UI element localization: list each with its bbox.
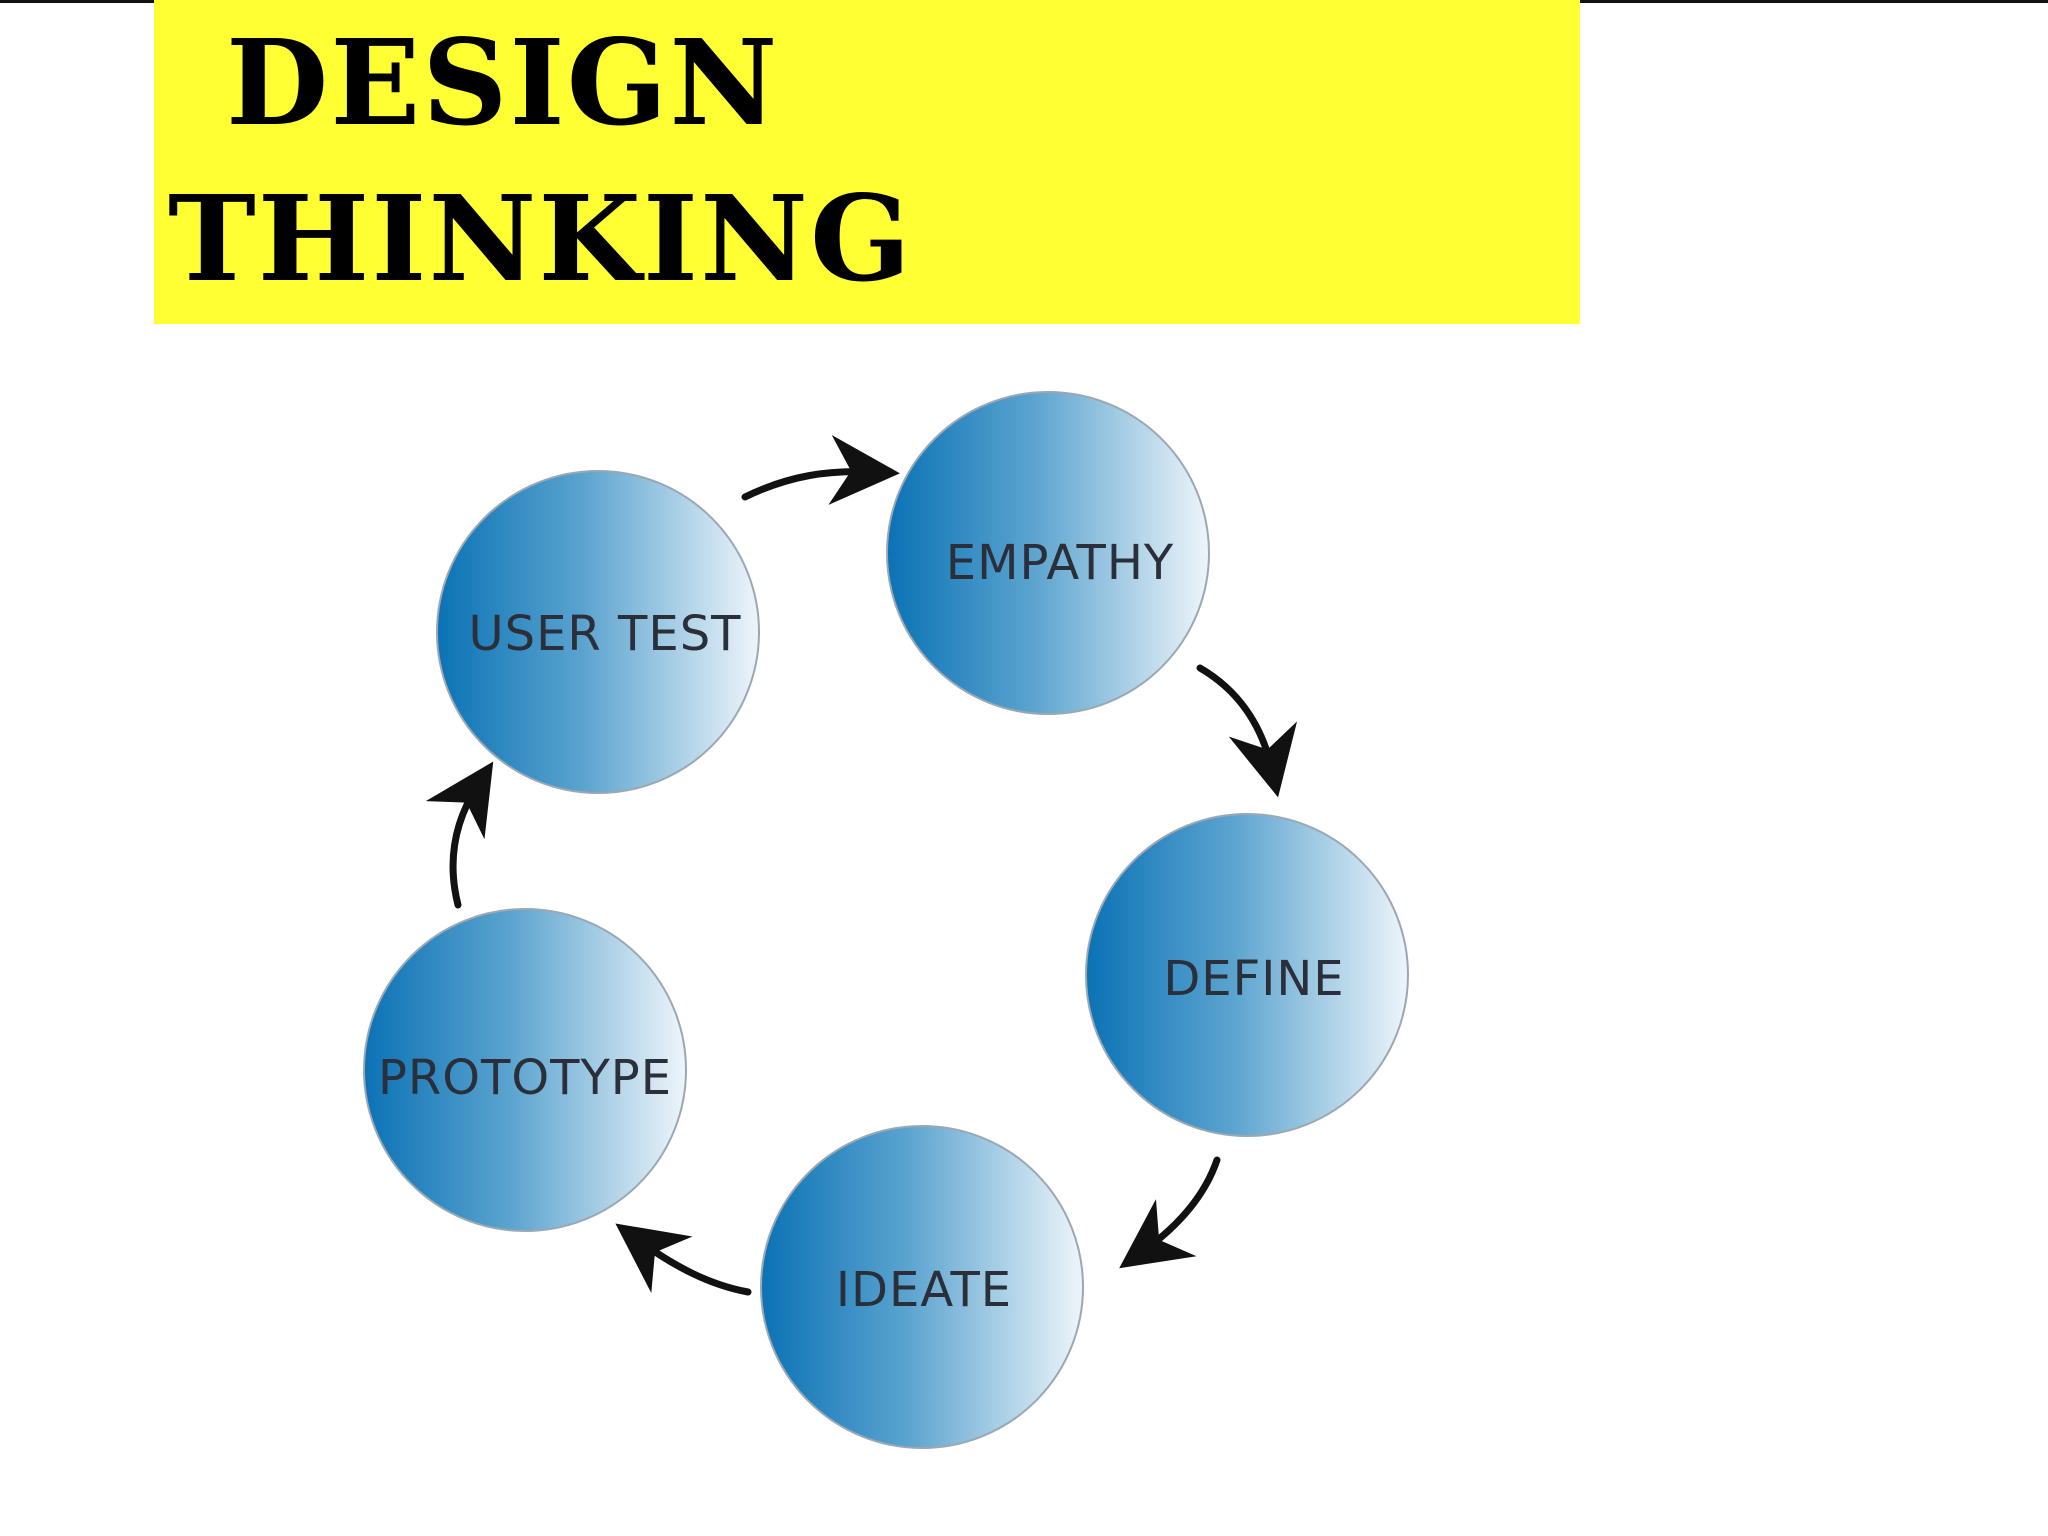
stage-define-label: DEFINE xyxy=(1163,951,1344,1007)
stage-prototype-label: PROTOTYPE xyxy=(378,1050,672,1106)
stage-user-test-label: USER TEST xyxy=(469,606,742,662)
stage-empathy: EMPATHY xyxy=(886,391,1210,715)
stage-user-test: USER TEST xyxy=(436,470,760,794)
arrow-ideate-to-prototype xyxy=(615,1223,752,1296)
stage-define: DEFINE xyxy=(1085,813,1409,1137)
arrow-define-to-ideate xyxy=(1119,1156,1221,1269)
title-line-1: DESIGN xyxy=(226,13,780,152)
stage-ideate-label: IDEATE xyxy=(836,1262,1012,1318)
arrow-empathy-to-define xyxy=(1196,664,1298,798)
title-banner xyxy=(154,0,1580,324)
stage-empathy-label: EMPATHY xyxy=(946,535,1174,591)
stage-prototype: PROTOTYPE xyxy=(363,908,687,1232)
title-line-2: THINKING xyxy=(168,169,913,308)
stage-ideate: IDEATE xyxy=(760,1125,1084,1449)
arrow-user-test-to-empathy xyxy=(741,435,900,505)
arrow-prototype-to-user-test xyxy=(425,761,494,909)
